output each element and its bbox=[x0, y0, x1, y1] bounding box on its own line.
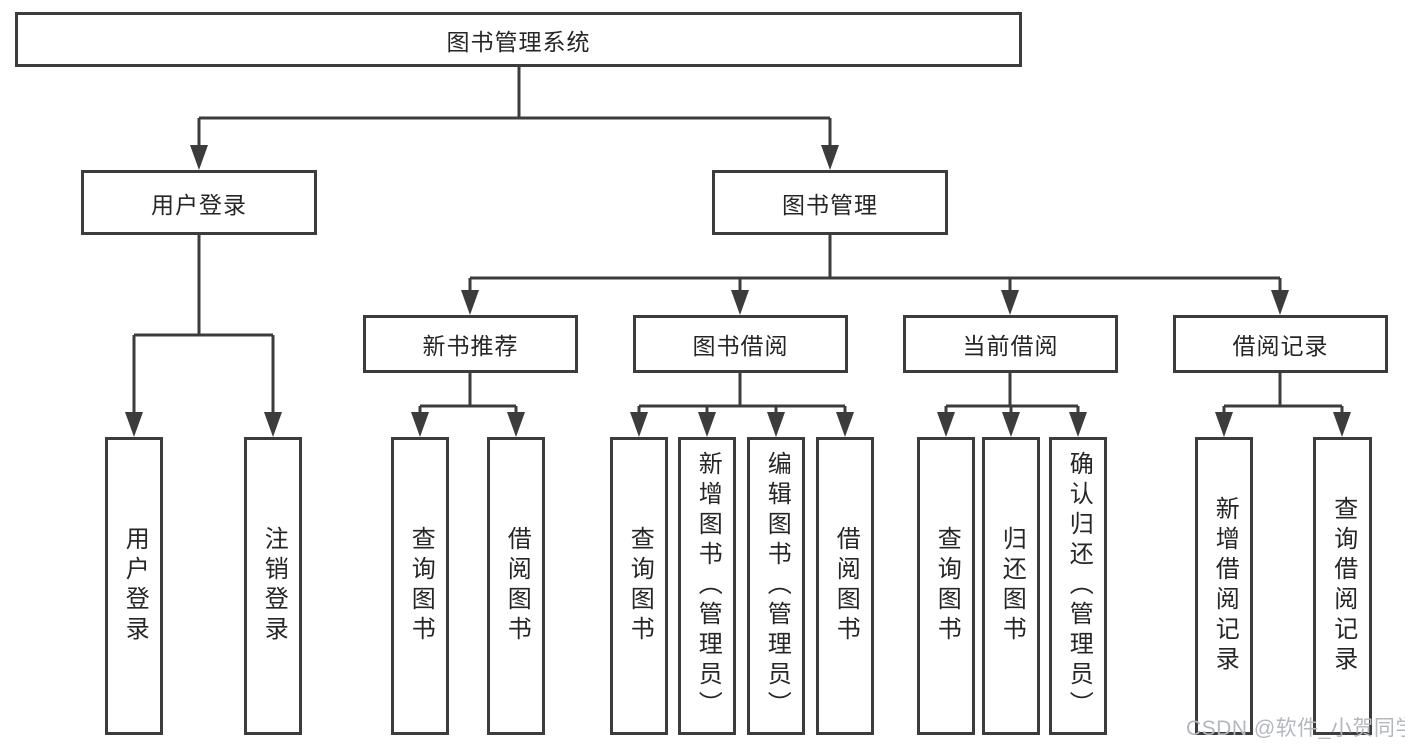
arrowhead-icon bbox=[411, 412, 429, 437]
node-library-management-system: 图书管理系统 bbox=[15, 12, 1022, 67]
arrowhead-icon bbox=[698, 412, 716, 437]
leaf-borrow-add-books-admin: 新增图书（管理员） bbox=[678, 437, 736, 735]
arrowhead-icon bbox=[507, 412, 525, 437]
arrowhead-icon bbox=[1001, 290, 1019, 315]
leaf-newbook-query-books: 查询图书 bbox=[391, 437, 449, 735]
arrowhead-icon bbox=[731, 290, 749, 315]
connector-paths bbox=[132, 67, 1344, 416]
csdn-watermark: CSDN @软件_小贺同学 bbox=[1186, 717, 1405, 740]
node-book-management: 图书管理 bbox=[712, 170, 948, 235]
leaf-label: 注销登录 bbox=[260, 526, 288, 646]
arrowhead-icon bbox=[190, 145, 208, 170]
leaf-label: 查询图书 bbox=[626, 526, 654, 646]
leaf-records-add-record: 新增借阅记录 bbox=[1195, 437, 1253, 735]
leaf-label: 查询图书 bbox=[407, 526, 435, 646]
leaf-borrow-borrow-books: 借阅图书 bbox=[816, 437, 874, 735]
arrowhead-icon bbox=[1215, 412, 1233, 437]
arrowhead-icon bbox=[630, 412, 648, 437]
leaf-label: 确认归还（管理员） bbox=[1065, 451, 1093, 721]
node-user-login: 用户登录 bbox=[81, 170, 317, 235]
arrowhead-icon bbox=[1069, 412, 1087, 437]
leaf-label: 新增借阅记录 bbox=[1211, 496, 1239, 676]
leaf-current-query-books: 查询图书 bbox=[917, 437, 975, 735]
arrowhead-icon bbox=[767, 412, 785, 437]
leaf-label: 编辑图书（管理员） bbox=[763, 451, 791, 721]
leaf-newbook-borrow-books: 借阅图书 bbox=[487, 437, 545, 735]
node-current-borrowing: 当前借阅 bbox=[903, 315, 1118, 373]
leaf-borrow-query-books: 查询图书 bbox=[610, 437, 668, 735]
leaf-label: 新增图书（管理员） bbox=[694, 451, 722, 721]
leaf-label: 用户登录 bbox=[121, 526, 149, 646]
arrowhead-icon bbox=[1271, 290, 1289, 315]
arrowhead-icon bbox=[821, 145, 839, 170]
node-new-book-recommendation: 新书推荐 bbox=[363, 315, 578, 373]
leaf-label: 借阅图书 bbox=[503, 526, 531, 646]
arrowheads bbox=[125, 145, 1351, 437]
arrowhead-icon bbox=[836, 412, 854, 437]
arrowhead-icon bbox=[1333, 412, 1351, 437]
leaf-current-confirm-return-admin: 确认归还（管理员） bbox=[1049, 437, 1107, 735]
leaf-label: 查询借阅记录 bbox=[1329, 496, 1357, 676]
leaf-current-return-books: 归还图书 bbox=[982, 437, 1040, 735]
arrowhead-icon bbox=[1002, 412, 1020, 437]
leaf-records-query-record: 查询借阅记录 bbox=[1313, 437, 1372, 735]
arrowhead-icon bbox=[937, 412, 955, 437]
leaf-label: 归还图书 bbox=[998, 526, 1026, 646]
leaf-logout: 注销登录 bbox=[244, 437, 302, 735]
node-book-borrowing: 图书借阅 bbox=[633, 315, 848, 373]
leaf-label: 借阅图书 bbox=[832, 526, 860, 646]
arrowhead-icon bbox=[125, 412, 143, 437]
arrowhead-icon bbox=[461, 290, 479, 315]
leaf-borrow-edit-books-admin: 编辑图书（管理员） bbox=[747, 437, 805, 735]
arrowhead-icon bbox=[264, 412, 282, 437]
leaf-user-login: 用户登录 bbox=[105, 437, 163, 735]
leaf-label: 查询图书 bbox=[933, 526, 961, 646]
node-borrowing-records: 借阅记录 bbox=[1173, 315, 1388, 373]
